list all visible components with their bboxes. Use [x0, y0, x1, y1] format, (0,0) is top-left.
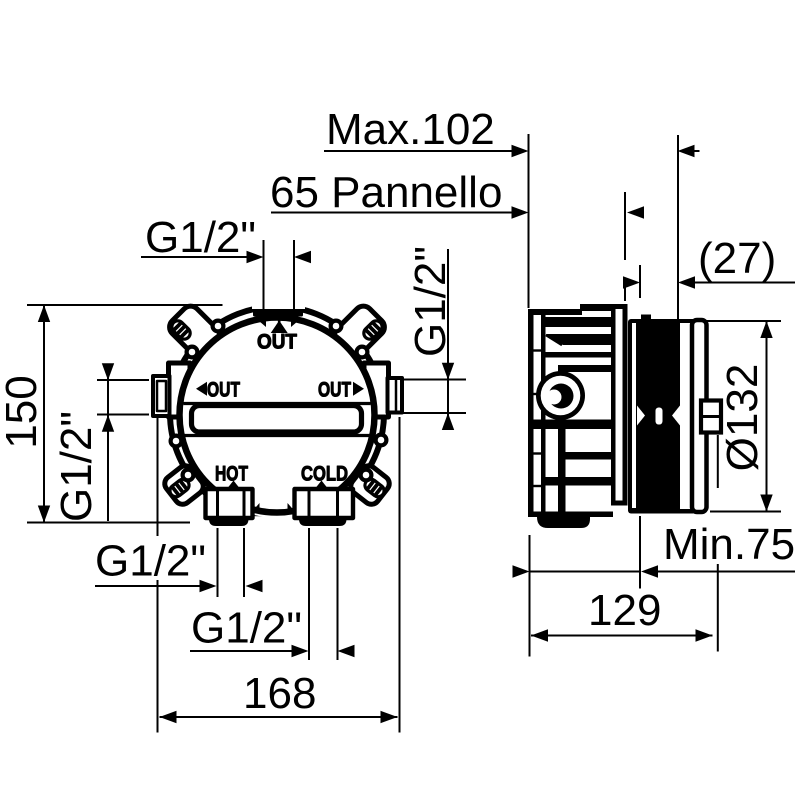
- svg-text:129: 129: [588, 586, 661, 635]
- svg-text:G1/2": G1/2": [145, 213, 256, 262]
- svg-text:G1/2": G1/2": [95, 537, 206, 586]
- svg-text:(27): (27): [698, 234, 776, 283]
- svg-text:168: 168: [243, 669, 316, 718]
- svg-text:Min.75: Min.75: [663, 520, 795, 569]
- svg-text:150: 150: [0, 375, 46, 448]
- svg-text:HOT: HOT: [215, 462, 248, 486]
- svg-text:Ø132: Ø132: [718, 364, 767, 472]
- svg-text:OUT: OUT: [318, 378, 351, 402]
- svg-text:G1/2": G1/2": [52, 411, 101, 522]
- svg-text:65 Pannello: 65 Pannello: [270, 168, 502, 217]
- svg-text:G1/2": G1/2": [191, 604, 302, 653]
- svg-text:OUT: OUT: [257, 330, 297, 354]
- svg-text:OUT: OUT: [207, 378, 240, 402]
- svg-text:Max.102: Max.102: [326, 105, 495, 154]
- svg-text:G1/2": G1/2": [406, 246, 455, 357]
- svg-text:COLD: COLD: [301, 462, 348, 486]
